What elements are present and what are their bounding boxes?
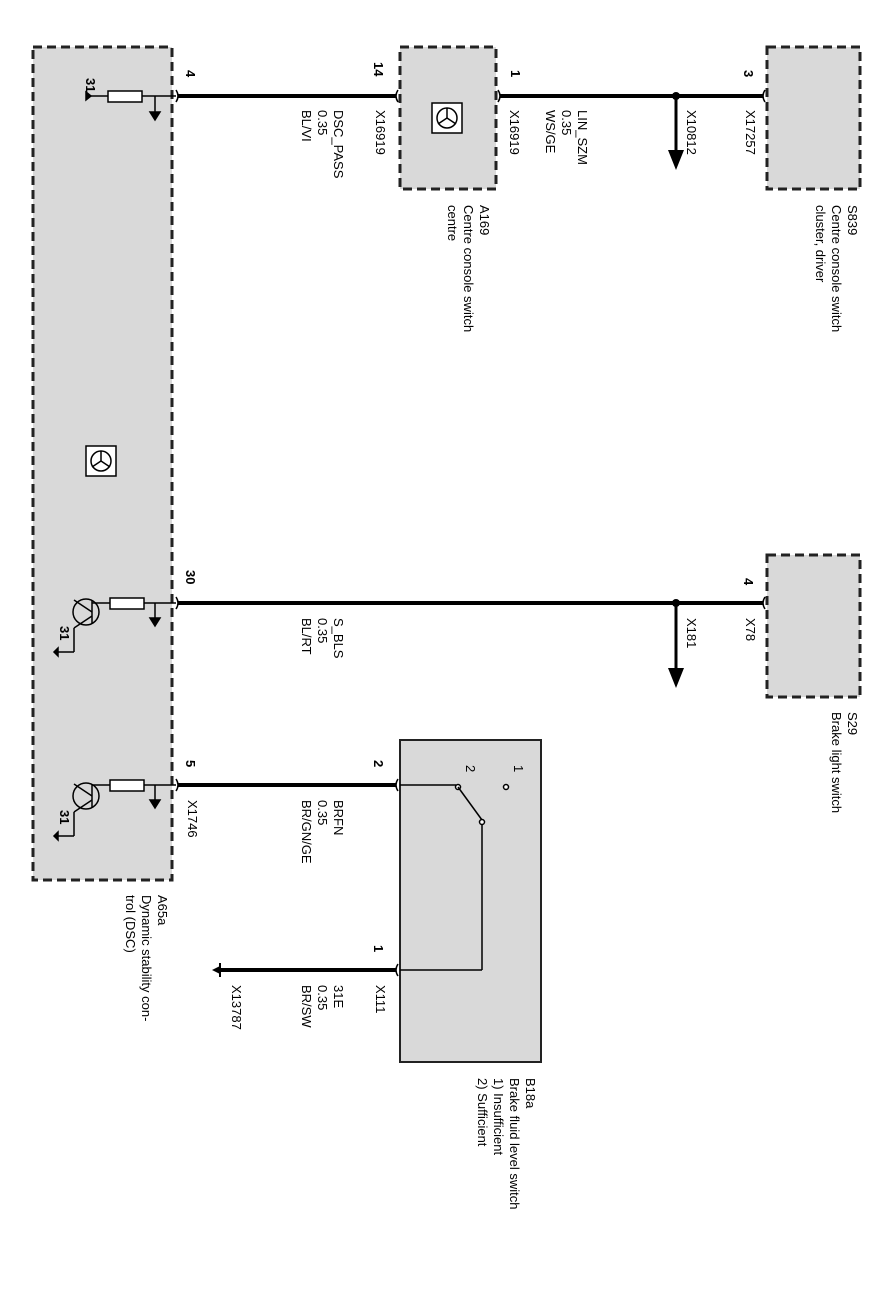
wire-brfn-color: BR/GN/GE: [299, 800, 314, 864]
b18a-name-1: Brake fluid level switch: [507, 1078, 522, 1210]
pin-b18a-1: 1: [371, 945, 386, 952]
connector-x111: X111: [373, 985, 388, 1013]
a65a-id: A65a: [155, 895, 170, 926]
pin-terminals: [175, 89, 766, 977]
wire-lin-szm-signal: LIN_SZM: [575, 110, 590, 165]
wire-dsc-pass-gauge: 0.35: [315, 110, 330, 135]
pin-a169-14: 14: [371, 62, 386, 77]
connector-x181: X181: [684, 618, 699, 648]
a169-name-1: Centre console switch: [461, 205, 476, 332]
ground-icon: [212, 963, 221, 977]
s29-name-1: Brake light switch: [829, 712, 844, 813]
wire-brfn-signal: BRFN: [331, 800, 346, 835]
wire-s-bls-color: BL/RT: [299, 618, 314, 655]
pin-a169-1: 1: [508, 70, 523, 77]
wire-lin-szm-color: WS/GE: [543, 110, 558, 154]
connector-x17257: X17257: [743, 110, 758, 155]
a65a-pin4-circuit: [85, 90, 176, 122]
b18a-switch-icon: [400, 783, 510, 971]
ecu-icon: [85, 445, 117, 477]
b18a-contact-2: 2: [463, 765, 478, 772]
s839-box: [765, 45, 862, 191]
wire-31e-gauge: 0.35: [315, 985, 330, 1010]
pin-a65a-4: 4: [183, 70, 198, 78]
b18a-name-2: 1) Insufficient: [491, 1078, 506, 1155]
pin-a65a-5: 5: [183, 760, 198, 767]
connector-x1746: X1746: [185, 800, 200, 838]
ecu-icon: [431, 102, 463, 134]
s29-box: [765, 553, 862, 699]
s839-name-2: cluster, driver: [813, 205, 828, 283]
connector-x78: X78: [743, 618, 758, 641]
b18a-id: B18a: [523, 1078, 538, 1109]
connector-x16919-b: X16919: [507, 110, 522, 155]
a65a-pin5-circuit: [52, 779, 176, 842]
a65a-name-1: Dynamic stability con-: [139, 895, 154, 1021]
wire-dsc-pass-color: BL/VI: [299, 110, 314, 142]
s839-id: S839: [845, 205, 860, 235]
connector-x13787: X13787: [229, 985, 244, 1030]
a169-name-2: centre: [445, 205, 460, 241]
b18a-name-3: 2) Sufficient: [475, 1078, 490, 1147]
pin-b18a-2: 2: [371, 760, 386, 767]
pin-s839-3: 3: [741, 70, 756, 77]
wire-dsc-pass-signal: DSC_PASS: [331, 110, 346, 179]
s839-name-1: Centre console switch: [829, 205, 844, 332]
wire-31e-color: BR/SW: [299, 985, 314, 1028]
a65a-pin4-ground-ref: 31: [83, 78, 98, 92]
a169-id: A169: [477, 205, 492, 235]
a65a-pin5-ground-ref: 31: [57, 810, 72, 824]
s29-id: S29: [845, 712, 860, 735]
pin-s29-4: 4: [741, 578, 756, 586]
a65a-name-2: trol (DSC): [123, 895, 138, 953]
a65a-pin30-ground-ref: 31: [57, 626, 72, 640]
splice-x181-icon: [668, 599, 684, 688]
pin-a65a-30: 30: [183, 570, 198, 584]
wire-s-bls-signal: S_BLS: [331, 618, 346, 659]
wire-31e-signal: 31E: [331, 985, 346, 1008]
connector-x16919-a: X16919: [373, 110, 388, 155]
b18a-contact-1: 1: [511, 765, 526, 772]
wire-s-bls-gauge: 0.35: [315, 618, 330, 643]
wire-brfn-gauge: 0.35: [315, 800, 330, 825]
b18a-box: [399, 739, 542, 1063]
splice-x10812-icon: [668, 92, 684, 170]
connector-x10812: X10812: [684, 110, 699, 155]
wire-lin-szm-gauge: 0.35: [559, 110, 574, 135]
a65a-pin30-circuit: [52, 597, 176, 658]
